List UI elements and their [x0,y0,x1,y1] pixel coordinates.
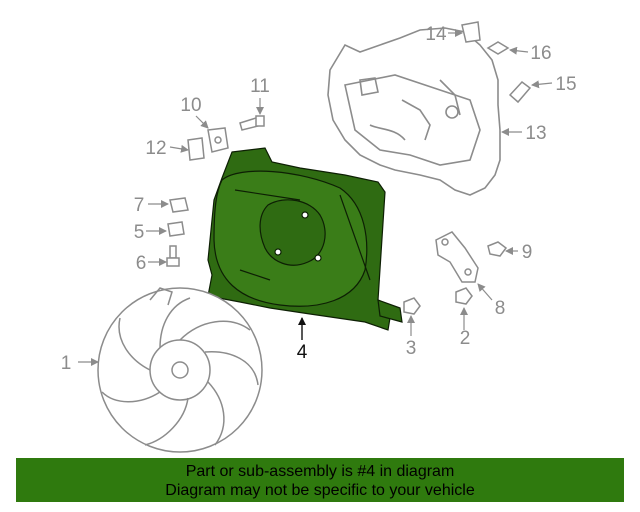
part-11-bolt [239,115,265,131]
part-5-clip [167,221,185,237]
callout-13: 13 [525,123,546,144]
part-16-nut [486,41,510,55]
part-8-bracket [435,231,479,283]
part-2-nut [455,287,473,305]
leader-lines [78,29,553,366]
callout-12: 12 [145,138,166,159]
diagram-notice-banner: Part or sub-assembly is #4 in diagram Di… [16,458,624,502]
part-9-nut [487,241,508,257]
callout-5: 5 [134,222,145,243]
banner-line-1: Part or sub-assembly is #4 in diagram [185,463,455,480]
callout-10: 10 [180,95,201,116]
callout-16: 16 [530,43,551,64]
part-14-clip [461,21,481,43]
part-10-bracket [207,127,229,153]
callout-14: 14 [425,24,447,45]
part-1-fan [97,287,263,453]
callout-4: 4 [297,342,308,363]
banner-line-2: Diagram may not be specific to your vehi… [165,482,475,499]
callout-9: 9 [522,242,533,263]
callout-7: 7 [134,195,145,216]
parts-diagram: 1 2 3 4 5 6 7 8 9 10 11 12 13 14 15 16 [61,21,577,453]
callout-3: 3 [406,338,417,359]
callout-1: 1 [61,353,72,374]
part-3-nut [403,297,421,315]
part-4-fan-shroud-assembly [207,147,403,331]
callout-2: 2 [460,328,471,349]
callout-8: 8 [495,298,506,319]
part-7-nut [169,197,189,213]
part-6-bolt [166,245,180,267]
part-15-connector [508,80,532,104]
part-13-shroud [327,27,501,196]
callout-11: 11 [250,76,270,97]
callout-6: 6 [136,253,147,274]
callout-15: 15 [555,74,576,95]
part-12-clip [187,137,205,161]
